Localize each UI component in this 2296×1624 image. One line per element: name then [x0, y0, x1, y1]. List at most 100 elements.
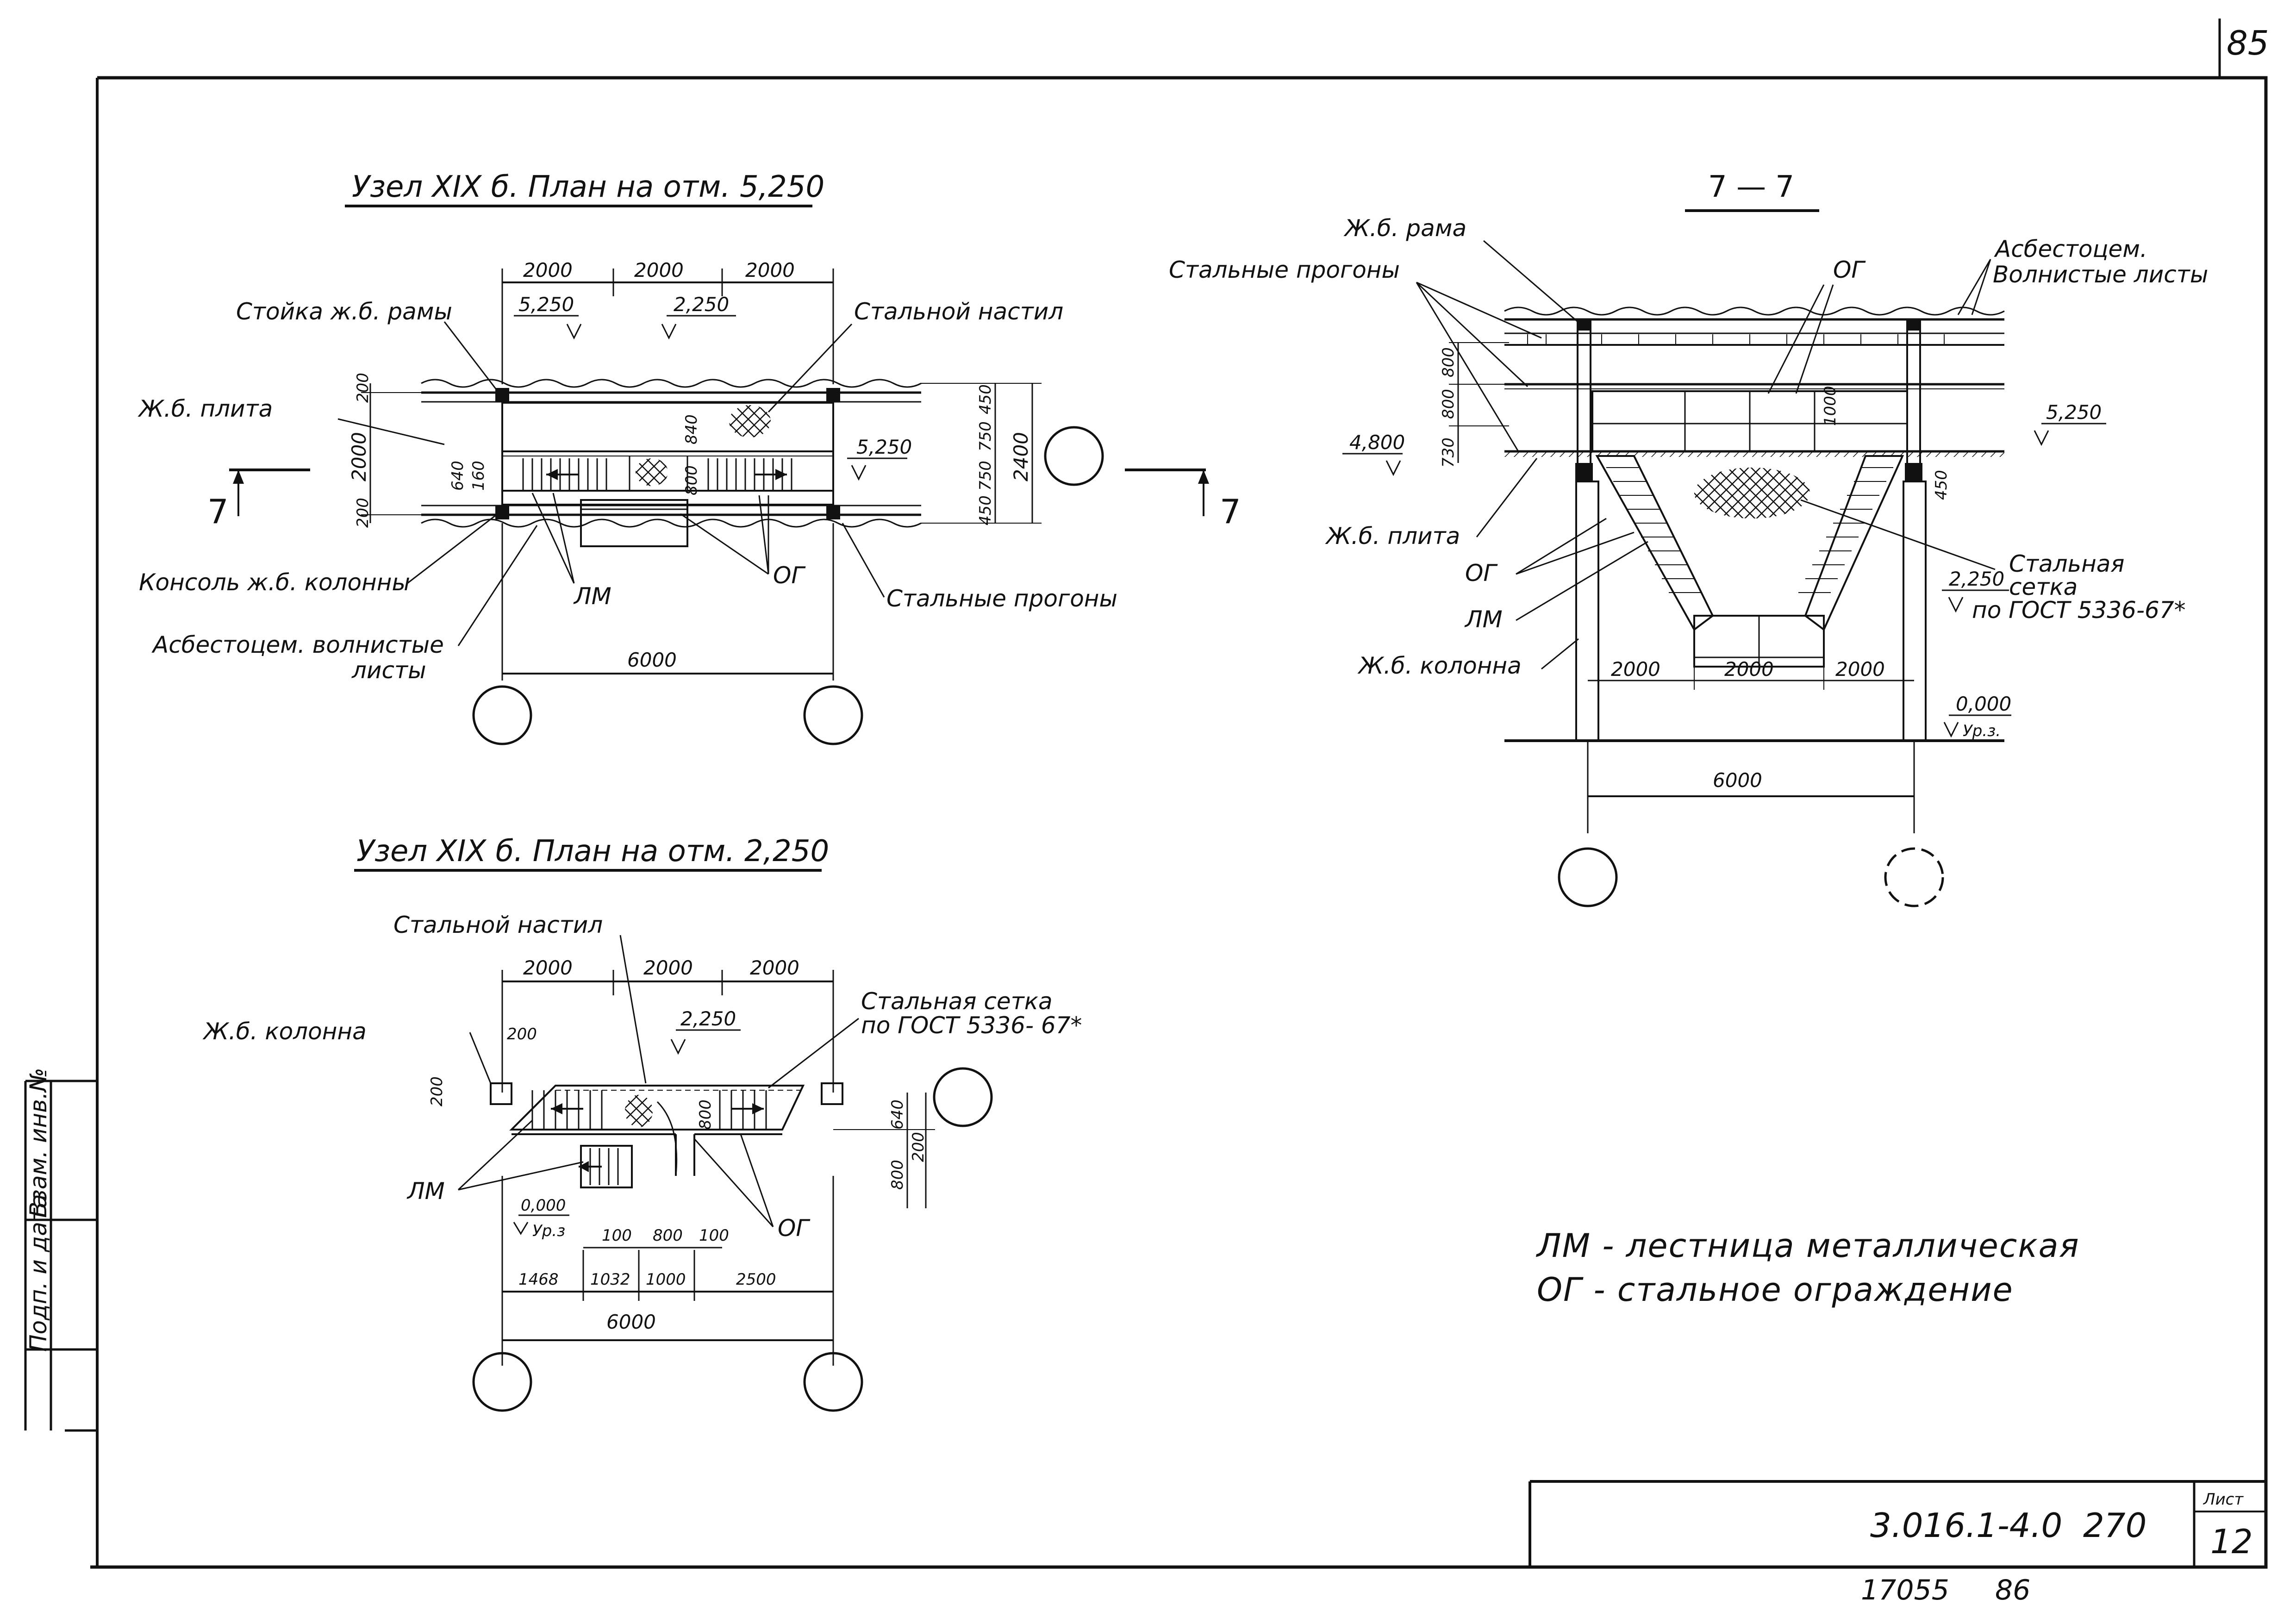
section-total-dim: 6000 — [1713, 769, 1762, 792]
section-left-dim-3: 730 — [1439, 437, 1458, 468]
plan-upper-left-dim-2: 2000 — [348, 432, 370, 481]
plan-lower-ground-level: 0,000 — [521, 1196, 566, 1215]
section-label-purlins: Стальные прогоны — [1169, 256, 1400, 283]
section-7-7: 7 — 7 — [1169, 170, 2208, 907]
plan-upper-dim-3: 2000 — [745, 259, 795, 281]
plan-lower-label-column: Ж.б. колонна — [202, 1018, 367, 1045]
sheet-label: Лист — [2202, 1490, 2244, 1509]
plan-upper-left-dim-3: 200 — [354, 498, 372, 528]
plan-upper-dim-1: 2000 — [523, 259, 573, 281]
plan-lower-dim-3: 2000 — [750, 956, 799, 979]
section-label-column: Ж.б. колонна — [1357, 652, 1522, 679]
plan-lower-dim-2: 2000 — [643, 956, 693, 979]
section-title: 7 — 7 — [1708, 170, 1794, 204]
plan-upper-inner-dim-1: 640 — [449, 461, 467, 491]
plan-lower-column-dim-1: 200 — [507, 1025, 537, 1043]
legend-line-1: ЛМ - лестница металлическая — [1535, 1227, 2080, 1265]
plan-upper-level-1: 5,250 — [518, 293, 574, 316]
plan-lower-dim-1: 2000 — [523, 956, 573, 979]
plan-upper-inner-dim-3: 840 — [682, 414, 701, 444]
plan-lower-right-dim-1: 640 — [888, 1099, 907, 1130]
plan-lower-label-lm: ЛМ — [406, 1178, 445, 1205]
side-stamp: Взам. инв.№ Подп. и дата — [24, 1068, 97, 1432]
section-inner-dim-1: 1000 — [1821, 386, 1840, 426]
plan-lower-label-og: ОГ — [778, 1215, 811, 1242]
side-stamp-label-2: Подп. и дата — [25, 1194, 52, 1352]
plan-upper-title: Узел XIX б. План на отм. 5,250 — [352, 170, 824, 204]
plan-lower-right-dim-3: 200 — [909, 1132, 928, 1162]
plan-upper: Узел XIX б. План на отм. 5,250 2000 2000… — [137, 170, 1241, 745]
section-ground-level: 0,000 — [1956, 693, 2011, 715]
plan-lower-bottom-dim-4: 2500 — [736, 1270, 776, 1289]
plan-upper-label-og: ОГ — [773, 562, 806, 589]
footer-number-left: 17055 — [1861, 1574, 1949, 1606]
section-bottom-dim-2: 2000 — [1724, 658, 1774, 681]
plan-lower-column-dim-2: 200 — [428, 1076, 446, 1106]
plan-lower-total-dim: 6000 — [606, 1311, 656, 1333]
plan-lower-bottom-dim-1: 1468 — [518, 1270, 559, 1289]
section-bottom-dim-3: 2000 — [1835, 658, 1885, 681]
plan-lower-inner-dim: 800 — [696, 1099, 715, 1130]
plan-upper-bottom-dim: 6000 — [627, 649, 677, 671]
plan-upper-label-slab: Ж.б. плита — [137, 395, 273, 422]
plan-lower-right-dim-2: 800 — [888, 1160, 907, 1190]
doc-code: 3.016.1-4.0 — [1870, 1506, 2062, 1545]
section-mark-right: 7 — [1220, 492, 1241, 531]
plan-upper-label-lm: ЛМ — [573, 583, 611, 610]
plan-upper-label-steel-deck: Стальной настил — [854, 298, 1063, 325]
plan-lower-mid-dim-1: 100 — [602, 1226, 632, 1245]
plan-upper-right-dim-1: 450 — [976, 384, 995, 414]
section-level-left: 4,800 — [1349, 431, 1405, 454]
plan-upper-right-dim-3: 750 — [976, 461, 995, 491]
plan-lower-title: Узел XIX б. План на отм. 2,250 — [356, 834, 829, 868]
plan-lower-bottom-dim-3: 1000 — [646, 1270, 686, 1289]
plan-lower-ground-label: Ур.з — [532, 1222, 565, 1240]
section-left-dim-2: 800 — [1439, 389, 1458, 419]
section-label-og-low: ОГ — [1465, 560, 1498, 587]
section-bottom-dim-1: 2000 — [1611, 658, 1660, 681]
section-ground-label: Ур.з. — [1963, 722, 2001, 740]
section-label-asbestos: Асбестоцем. — [1994, 236, 2147, 262]
plan-lower-level: 2,250 — [680, 1007, 736, 1030]
doc-number: 270 — [2083, 1506, 2146, 1545]
section-mark-left: 7 — [207, 492, 229, 531]
plan-upper-right-dim-4: 450 — [976, 495, 995, 525]
plan-upper-left-dim-1: 200 — [354, 373, 372, 403]
plan-lower-mid-dim-2: 800 — [653, 1226, 683, 1245]
plan-upper-overall-dim: 2400 — [1010, 432, 1032, 481]
plan-upper-inner-dim-4: 800 — [682, 465, 701, 495]
title-block: 3.016.1-4.0 270 Лист 12 17055 86 — [1529, 1480, 2266, 1606]
section-inner-dim-2: 450 — [1932, 470, 1951, 500]
plan-lower-label-steel-deck: Стальной настил — [393, 912, 603, 938]
legend: ЛМ - лестница металлическая ОГ - стально… — [1535, 1227, 2080, 1309]
plan-lower-mid-dim-3: 100 — [699, 1226, 729, 1245]
section-label-frame: Ж.б. рама — [1343, 215, 1466, 242]
footer-number-right: 86 — [1995, 1574, 2030, 1606]
section-level-right: 5,250 — [2046, 401, 2102, 424]
section-level-mid: 2,250 — [1949, 568, 2004, 590]
plan-upper-label-purlins: Стальные прогоны — [886, 585, 1117, 612]
plan-upper-inner-dim-2: 160 — [469, 461, 488, 491]
sheet-number: 12 — [2210, 1522, 2253, 1561]
section-label-asbestos-2: Волнистые листы — [1993, 261, 2208, 288]
legend-line-2: ОГ - стальное ограждение — [1537, 1271, 2014, 1309]
section-label-og-top: ОГ — [1833, 256, 1866, 283]
plan-lower: Узел XIX б. План на отм. 2,250 Стальной … — [202, 834, 1082, 1412]
section-label-lm: ЛМ — [1464, 606, 1503, 633]
plan-upper-right-dim-2: 750 — [976, 421, 995, 451]
plan-lower-bottom-dim-2: 1032 — [590, 1270, 630, 1289]
side-stamp-label-1: Взам. инв.№ — [25, 1068, 52, 1218]
plan-upper-dim-2: 2000 — [634, 259, 684, 281]
plan-upper-label-console: Консоль ж.б. колонны — [139, 569, 410, 596]
sheet-frame: 85 — [90, 19, 2269, 1569]
plan-upper-level-3: 5,250 — [856, 436, 912, 458]
section-left-dim-1: 800 — [1439, 347, 1458, 377]
plan-upper-label-frame-post: Стойка ж.б. рамы — [236, 298, 452, 325]
section-label-slab: Ж.б. плита — [1325, 523, 1460, 550]
plan-upper-level-2: 2,250 — [674, 293, 729, 316]
page-number: 85 — [2227, 24, 2269, 62]
